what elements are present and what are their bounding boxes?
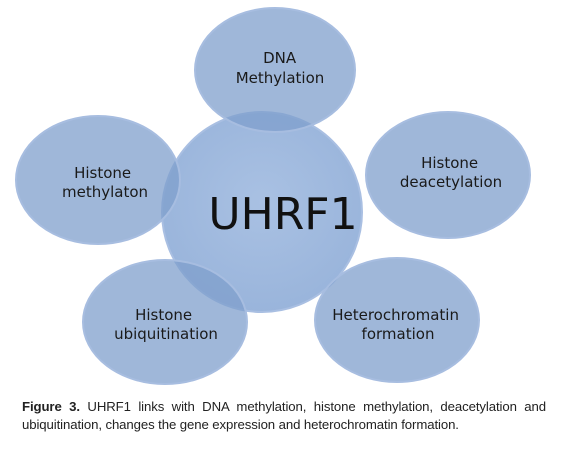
caption-text: UHRF1 links with DNA methylation, histon…	[22, 399, 546, 432]
node-histone-deacetylation	[365, 111, 531, 239]
node-dna-methylation	[194, 7, 356, 133]
figure-caption: Figure 3. UHRF1 links with DNA methylati…	[22, 398, 546, 434]
label-dna-methylation: DNA Methylation	[236, 49, 325, 87]
label-heterochromatin-formation: Heterochromatin formation	[332, 306, 464, 343]
center-label: UHRF1	[208, 189, 357, 240]
caption-label: Figure 3.	[22, 399, 80, 414]
label-histone-methylaton: Histone methylaton	[62, 164, 148, 201]
node-histone-methylaton	[15, 115, 181, 245]
node-histone-ubiquitination	[82, 259, 248, 385]
label-histone-ubiquitination: Histone ubiquitination	[114, 306, 218, 343]
node-heterochromatin-formation	[314, 257, 480, 383]
label-histone-deacetylation: Histone deacetylation	[400, 154, 502, 191]
uhrf1-diagram: UHRF1 DNA Methylation Histone deacetylat…	[15, 7, 531, 385]
